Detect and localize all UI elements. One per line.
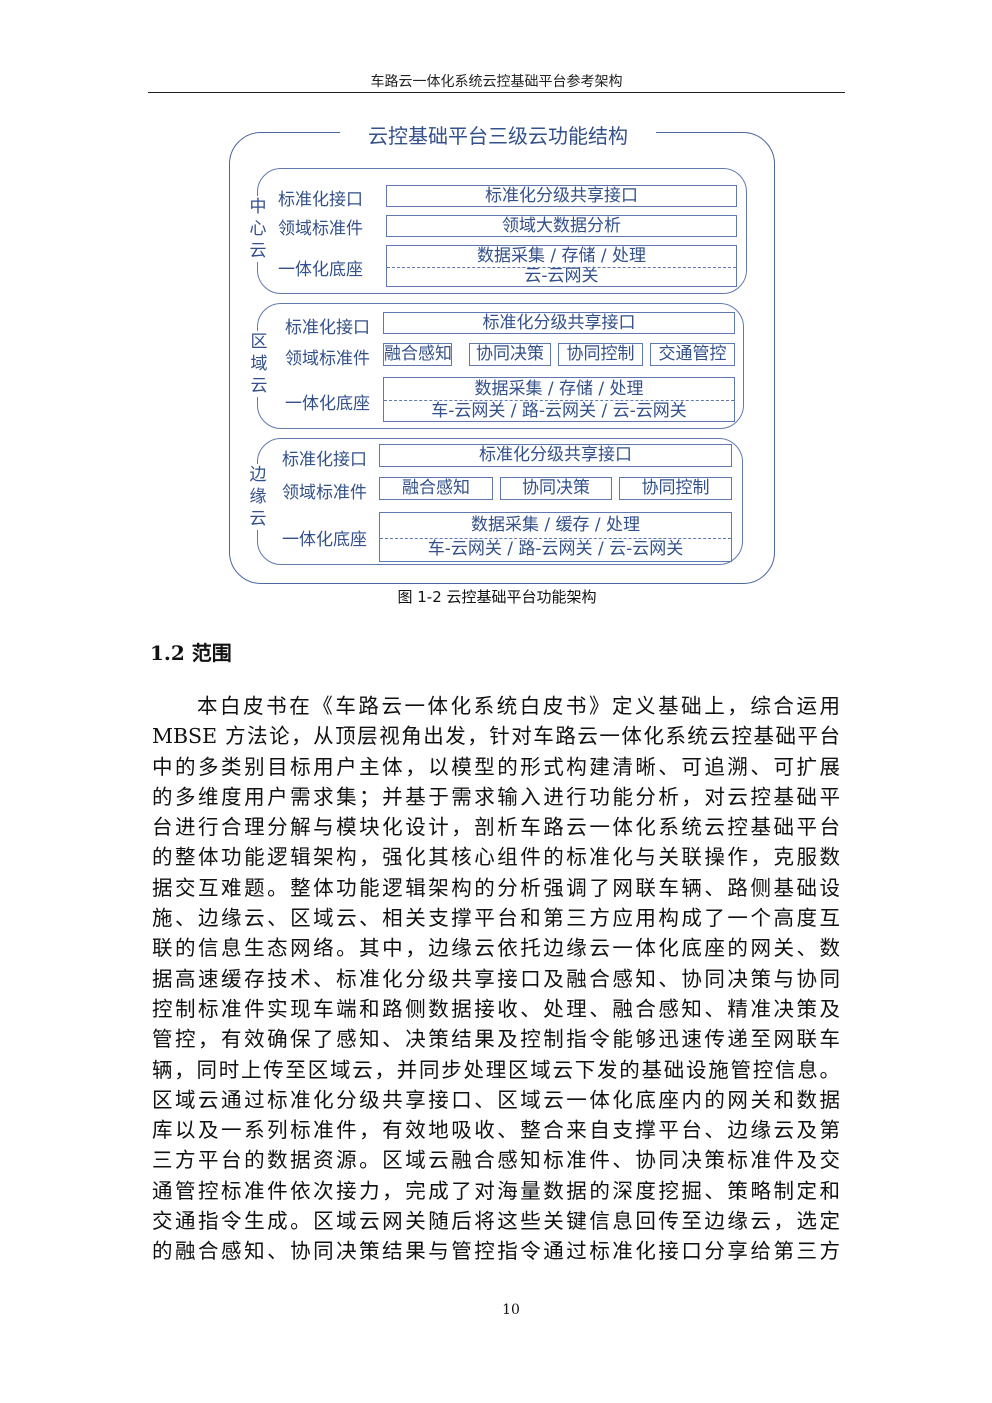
body-line: 库以及一系列标准件，有效地吸收、整合来自支撑平台、边缘云及第	[152, 1118, 840, 1143]
body-line: 本白皮书在《车路云一体化系统白皮书》定义基础上，综合运用	[197, 694, 840, 718]
row-label: 标准化接口	[278, 190, 363, 210]
base-bottom-text: 车-云网关 / 路-云网关 / 云-云网关	[431, 401, 687, 421]
component-box: 融合感知	[383, 343, 452, 366]
page-number: 10	[502, 1302, 520, 1318]
body-line: 控制标准件实现车端和路侧数据接收、处理、融合感知、精准决策及	[152, 996, 840, 1021]
body-line: 辆，同时上传至区域云，并同步处理区域云下发的基础设施管控信息。	[152, 1057, 840, 1082]
interface-box: 标准化分级共享接口	[379, 444, 732, 467]
section-heading: 1.2 范围	[150, 641, 232, 665]
edge-cloud-label: 边缘云	[248, 464, 268, 530]
body-line: 的融合感知、协同决策结果与管控指令通过标准化接口分享给第三方	[152, 1239, 840, 1264]
body-line: 区域云通过标准化分级共享接口、区域云一体化底座内的网关和数据	[152, 1087, 840, 1112]
base-top-text: 数据采集 / 缓存 / 处理	[470, 515, 641, 535]
base-top-text: 数据采集 / 存储 / 处理	[474, 379, 644, 399]
figure-caption: 图 1-2 云控基础平台功能架构	[397, 588, 597, 606]
body-line: 三方平台的数据资源。区域云融合感知标准件、协同决策标准件及交	[152, 1148, 840, 1173]
base-box: 数据采集 / 存储 / 处理 云-云网关	[386, 245, 737, 287]
body-line: 通管控标准件依次接力，完成了对海量数据的深度挖掘、策略制定和	[152, 1178, 840, 1203]
row-label: 标准化接口	[282, 450, 367, 470]
body-line: 据交互难题。整体功能逻辑架构的分析强调了网联车辆、路侧基础设	[152, 875, 840, 900]
body-line: 交通指令生成。区域云网关随后将这些关键信息回传至边缘云，选定	[152, 1209, 840, 1234]
row-label: 一体化底座	[278, 260, 363, 280]
row-label: 领域标准件	[278, 219, 363, 239]
row-label: 一体化底座	[282, 530, 367, 550]
body-text: 本白皮书在《车路云一体化系统白皮书》定义基础上，综合运用 MBSE 方法论，从顶层…	[152, 691, 840, 1267]
row-label: 标准化接口	[285, 318, 370, 338]
component-box: 融合感知	[379, 477, 493, 500]
component-box: 协同控制	[558, 343, 643, 366]
body-line: 台进行合理分解与模块化设计，剖析车路云一体化系统云控基础平台	[152, 815, 840, 840]
dashed-divider	[387, 267, 736, 268]
center-cloud-label: 中心云	[248, 196, 268, 262]
body-line: 的整体功能逻辑架构，强化其核心组件的标准化与关联操作，克服数	[152, 845, 840, 870]
base-box: 数据采集 / 缓存 / 处理 车-云网关 / 路-云网关 / 云-云网关	[379, 512, 732, 562]
row-label: 领域标准件	[282, 483, 367, 503]
component-box: 协同控制	[619, 477, 732, 500]
component-box: 领域大数据分析	[386, 215, 737, 237]
base-box: 数据采集 / 存储 / 处理 车-云网关 / 路-云网关 / 云-云网关	[383, 377, 735, 422]
header-rule	[148, 92, 845, 93]
body-line: 据高速缓存技术、标准化分级共享接口及融合感知、协同决策与协同	[152, 966, 840, 991]
component-box: 交通管控	[650, 343, 735, 366]
body-line: 管控，有效确保了感知、决策结果及控制指令能够迅速传递至网联车	[152, 1027, 840, 1052]
dashed-divider	[380, 538, 731, 539]
interface-box: 标准化分级共享接口	[386, 185, 737, 207]
body-line: 施、边缘云、区域云、相关支撑平台和第三方应用构成了一个高度互	[152, 906, 840, 931]
interface-box: 标准化分级共享接口	[383, 312, 735, 334]
component-box: 协同决策	[500, 477, 612, 500]
base-bottom-text: 车-云网关 / 路-云网关 / 云-云网关	[427, 539, 684, 559]
figure-title: 云控基础平台三级云功能结构	[340, 120, 656, 149]
region-cloud-label: 区域云	[249, 331, 269, 397]
running-header: 车路云一体化系统云控基础平台参考架构	[370, 74, 623, 90]
body-line: 中的多类别目标用户主体，以模型的形式构建清晰、可追溯、可扩展	[152, 754, 840, 779]
dashed-divider	[384, 400, 734, 401]
body-line: 联的信息生态网络。其中，边缘云依托边缘云一体化底座的网关、数	[152, 936, 840, 961]
row-label: 领域标准件	[285, 349, 370, 369]
component-box: 协同决策	[469, 343, 551, 366]
row-label: 一体化底座	[285, 394, 370, 414]
body-line: 的多维度用户需求集；并基于需求输入进行功能分析，对云控基础平	[152, 784, 840, 809]
base-bottom-text: 云-云网关	[524, 266, 599, 286]
body-line: MBSE 方法论，从顶层视角出发，针对车路云一体化系统云控基础平台	[152, 724, 840, 749]
base-top-text: 数据采集 / 存储 / 处理	[476, 246, 647, 266]
